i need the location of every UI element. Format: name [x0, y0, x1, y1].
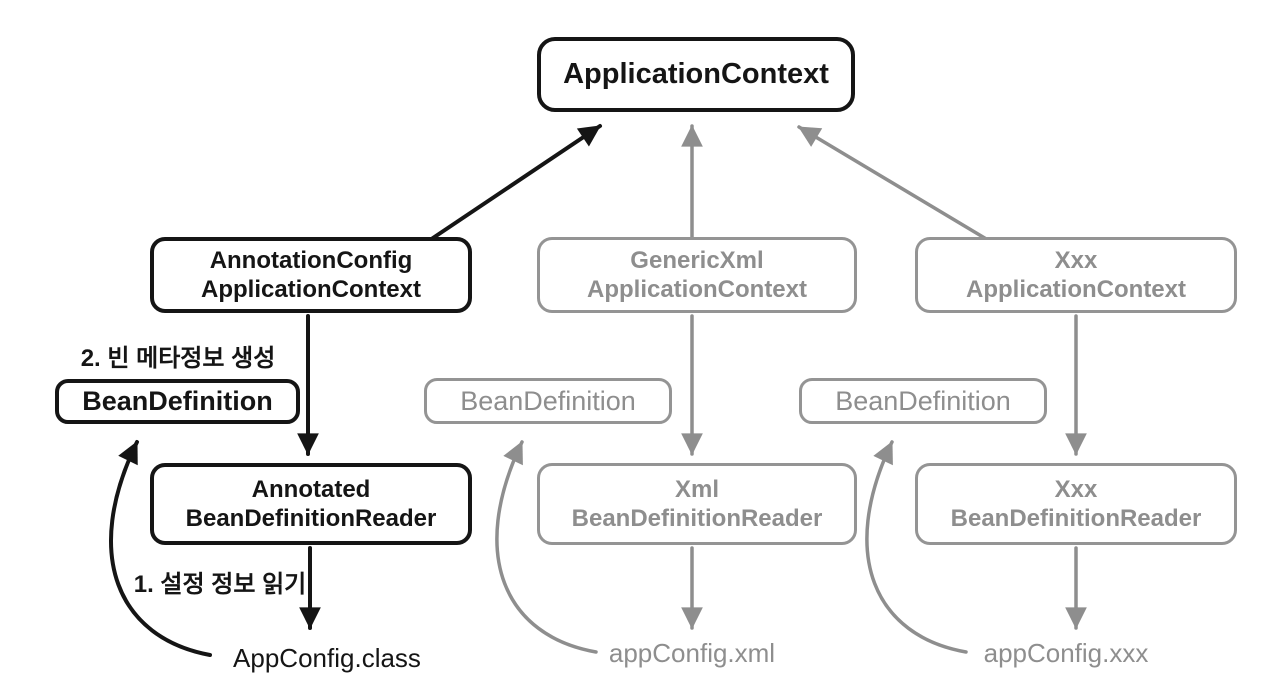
arrow-xxxcontext-to-root — [797, 125, 995, 245]
reader-label-line1: Xxx — [1054, 475, 1098, 503]
annotation-config-context-box: AnnotationConfig ApplicationContext — [150, 237, 472, 313]
xml-bean-definition-reader-box: Xml BeanDefinitionReader — [537, 463, 857, 545]
bean-definition-box-xxx: BeanDefinition — [799, 378, 1047, 424]
context-label-line2: ApplicationContext — [966, 276, 1186, 303]
bean-definition-box-xml: BeanDefinition — [424, 378, 672, 424]
xxx-bean-definition-reader-box: Xxx BeanDefinitionReader — [915, 463, 1237, 545]
appconfig-xml-label: appConfig.xml — [608, 638, 776, 668]
context-label-line1: GenericXml — [630, 246, 764, 274]
bean-definition-label: BeanDefinition — [460, 385, 636, 416]
context-label-line1: AnnotationConfig — [209, 246, 413, 274]
step-2-create-bean-metadata-label: 2. 빈 메타정보 생성 — [80, 345, 276, 372]
reader-label-line1: Xml — [674, 475, 719, 503]
reader-label-line2: BeanDefinitionReader — [185, 505, 437, 532]
xxx-context-box: Xxx ApplicationContext — [915, 237, 1237, 313]
step-1-read-config-label: 1. 설정 정보 읽기 — [133, 571, 307, 598]
bean-definition-label: BeanDefinition — [835, 385, 1011, 416]
application-context-box: ApplicationContext — [537, 37, 855, 112]
arrow-annotationconfig-to-root — [422, 124, 602, 246]
appconfig-class-label: AppConfig.class — [233, 643, 421, 673]
appconfig-xxx-label: appConfig.xxx — [983, 638, 1149, 668]
context-label-line2: ApplicationContext — [201, 276, 421, 303]
application-context-label: ApplicationContext — [563, 57, 829, 90]
reader-label-line2: BeanDefinitionReader — [950, 505, 1202, 532]
reader-label-line2: BeanDefinitionReader — [571, 505, 823, 532]
context-label-line2: ApplicationContext — [587, 276, 807, 303]
reader-label-line1: Annotated — [251, 475, 371, 503]
generic-xml-context-box: GenericXml ApplicationContext — [537, 237, 857, 313]
annotated-bean-definition-reader-box: Annotated BeanDefinitionReader — [150, 463, 472, 545]
bean-definition-label: BeanDefinition — [82, 386, 273, 417]
context-label-line1: Xxx — [1054, 246, 1098, 274]
bean-definition-box-active: BeanDefinition — [55, 379, 300, 424]
